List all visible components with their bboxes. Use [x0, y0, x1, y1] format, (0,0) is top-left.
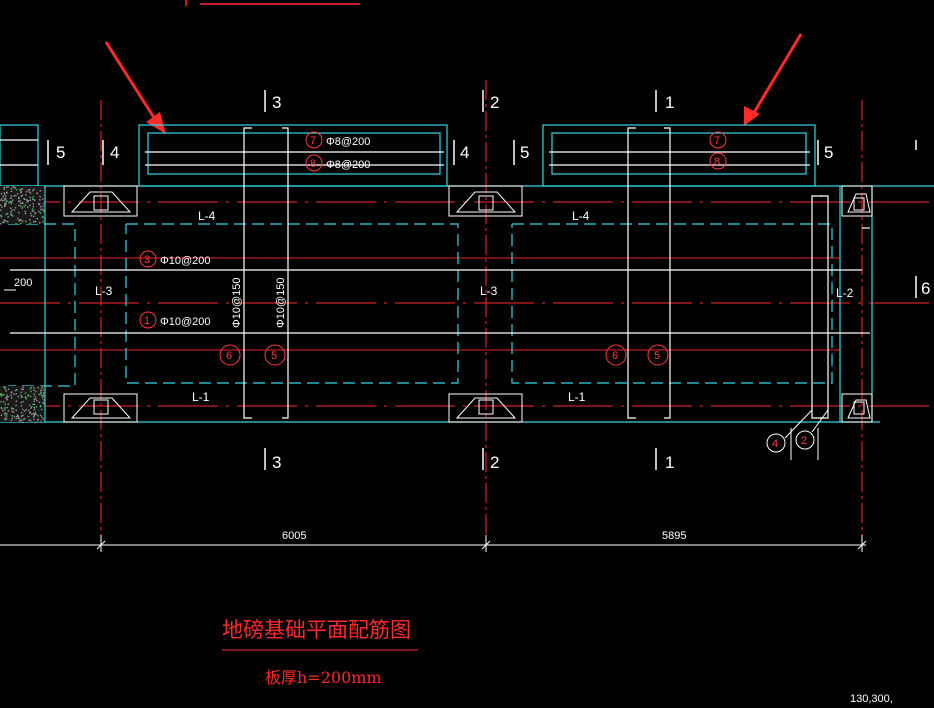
section-mark-top-2: 2	[490, 93, 499, 112]
circle-6a: 6	[226, 350, 232, 362]
corner-blocks	[63, 185, 873, 423]
dim-left-span: 6005	[282, 530, 306, 542]
circle-5a: 5	[271, 350, 277, 362]
side-mark-6: 6	[921, 279, 930, 298]
rebar-spec-8: Φ8@200	[326, 159, 370, 171]
circle-3: 3	[144, 254, 150, 266]
edge-dimension: 200	[14, 277, 32, 289]
dimension-line	[0, 535, 867, 552]
beam-label-bottom-right: L-1	[568, 390, 586, 404]
vertical-axes	[100, 80, 863, 550]
circle-4: 4	[772, 438, 778, 450]
inner-dashed	[8, 223, 833, 387]
drawing-title: 地磅基础平面配筋图	[222, 618, 411, 642]
side-mark-5-mid: 5	[520, 143, 529, 162]
foundation-outline	[0, 124, 934, 423]
rebar-spec-6: Φ10@150	[231, 277, 243, 328]
section-mark-top-3: 3	[272, 93, 281, 112]
beam-label-right: L-2	[836, 286, 854, 300]
hatched-wall	[0, 186, 46, 424]
circle-2: 2	[801, 435, 807, 447]
beam-label-bottom-left: L-1	[192, 390, 210, 404]
circle-8b: 8	[714, 156, 720, 168]
rebar-spec-3: Φ10@200	[160, 255, 211, 267]
arrow-right	[744, 33, 803, 126]
dim-right-span: 5895	[662, 530, 686, 542]
beam-label-left: L-3	[95, 284, 113, 298]
side-mark-5-left: 5	[56, 143, 65, 162]
side-mark-4-left: 4	[110, 143, 119, 162]
circle-5b: 5	[654, 350, 660, 362]
clipped-note	[185, 0, 360, 6]
rebar-spec-7: Φ8@200	[326, 136, 370, 148]
drawing-subtitle: 板厚h=200mm	[265, 668, 382, 687]
arrow-left	[104, 41, 166, 134]
beam-label-top-left: L-4	[198, 209, 216, 223]
rebar-spec-5: Φ10@150	[275, 277, 287, 328]
section-mark-top-1: 1	[665, 93, 674, 112]
rebar-spec-1: Φ10@200	[160, 316, 211, 328]
circle-1: 1	[144, 315, 150, 327]
beam-label-middle: L-3	[480, 284, 498, 298]
horizontal-axes	[0, 201, 934, 407]
leader-lines	[784, 409, 829, 460]
coordinate-readout: 130,300,	[850, 693, 893, 705]
section-mark-bottom-2: 2	[490, 453, 499, 472]
circle-7b: 7	[714, 135, 720, 147]
side-mark-5-right: 5	[824, 143, 833, 162]
rebar-lines	[0, 127, 870, 419]
beam-label-top-right: L-4	[572, 209, 590, 223]
circle-8a: 8	[310, 158, 316, 170]
side-mark-4-right: 4	[460, 143, 469, 162]
circle-6b: 6	[612, 350, 618, 362]
section-mark-bottom-1: 1	[665, 453, 674, 472]
section-mark-bottom-3: 3	[272, 453, 281, 472]
section-ticks-top	[264, 90, 657, 470]
rebar-circles	[139, 131, 815, 453]
side-ticks	[47, 140, 917, 298]
circle-7a: 7	[310, 135, 316, 147]
